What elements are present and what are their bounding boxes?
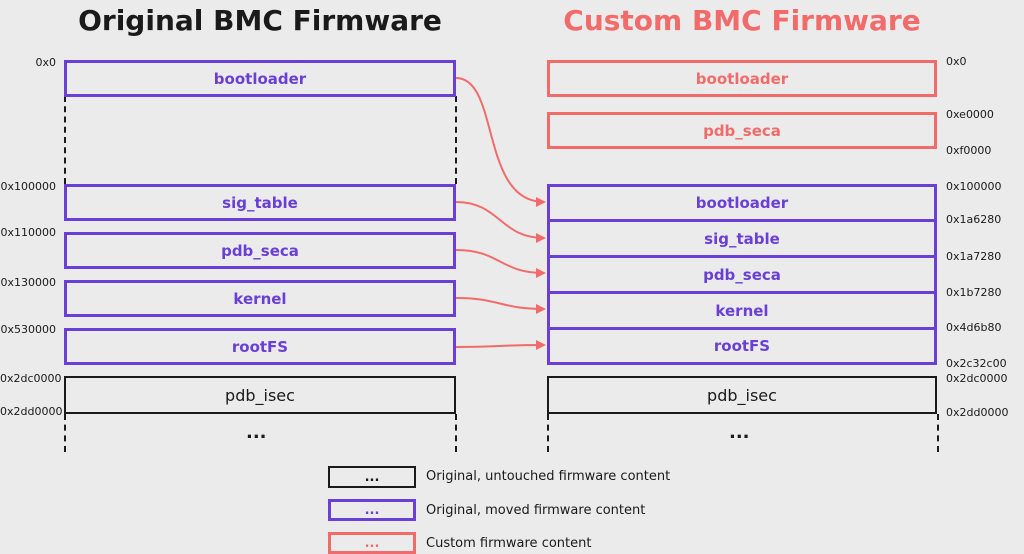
legend-custom-label: Custom firmware content <box>426 536 592 551</box>
left-address: 0x100000 <box>0 180 57 193</box>
right-address: 0x1b7280 <box>946 286 1002 299</box>
block-label: pdb_seca <box>703 265 781 284</box>
pdb-seca-move-arrow <box>455 249 546 278</box>
block-label: bootloader <box>213 69 307 88</box>
bootloader-move-arrow <box>455 77 546 207</box>
legend-custom-swatch: ... <box>328 532 416 554</box>
left-address: 0x2dc0000 <box>0 372 62 385</box>
block-label: pdb_seca <box>703 121 781 140</box>
legend-untouched-label: Original, untouched firmware content <box>426 469 671 484</box>
right-rootfs-block: rootFS <box>547 327 937 365</box>
left-address: 0x130000 <box>0 276 57 289</box>
right-address: 0x2dd0000 <box>946 406 1009 419</box>
block-label: sig_table <box>222 193 298 212</box>
block-label: sig_table <box>704 229 780 248</box>
block-label: pdb_seca <box>221 241 299 260</box>
block-label: pdb_isec <box>707 385 777 405</box>
legend-untouched-swatch: ... <box>328 466 416 488</box>
right-address: 0x2dc0000 <box>946 372 1008 385</box>
right-address: 0x0 <box>946 55 967 68</box>
legend-symbol: ... <box>364 469 380 485</box>
block-label: bootloader <box>695 69 789 88</box>
block-label: pdb_isec <box>225 385 295 405</box>
left-pdb-isec-block: pdb_isec <box>64 376 456 414</box>
left-kernel-block: kernel <box>64 280 456 317</box>
left-sig-table-block: sig_table <box>64 184 456 221</box>
left-address: 0x530000 <box>0 323 57 336</box>
block-label: kernel <box>233 289 287 308</box>
left-ellipsis: ... <box>246 422 267 443</box>
right-column-edge <box>937 414 939 452</box>
right-address: 0x100000 <box>946 180 1002 193</box>
left-bootloader-block: bootloader <box>64 60 456 97</box>
block-label: bootloader <box>695 194 789 212</box>
legend-moved-swatch: ... <box>328 499 416 521</box>
block-label: rootFS <box>713 337 771 355</box>
left-column-edge <box>455 414 457 452</box>
right-pdb-isec-block: pdb_isec <box>547 376 937 414</box>
right-address: 0x4d6b80 <box>946 321 1002 334</box>
right-column-edge <box>547 414 549 452</box>
legend-symbol: ... <box>364 535 380 551</box>
left-address: 0x2dd0000 <box>0 405 63 418</box>
legend-symbol: ... <box>364 502 380 518</box>
legend-moved-label: Original, moved firmware content <box>426 503 646 518</box>
original-firmware-title: Original BMC Firmware <box>78 4 442 37</box>
left-address: 0x0 <box>35 56 56 69</box>
right-address: 0x1a7280 <box>946 250 1002 263</box>
block-label: kernel <box>715 301 769 320</box>
custom-firmware-title: Custom BMC Firmware <box>563 4 921 37</box>
right-custom-pdb-seca-block: pdb_seca <box>547 112 937 149</box>
left-column-edge <box>64 96 66 184</box>
right-address: 0xe0000 <box>946 108 994 121</box>
right-custom-bootloader-block: bootloader <box>547 60 937 97</box>
left-address: 0x110000 <box>0 226 57 239</box>
block-label: rootFS <box>231 337 289 356</box>
left-rootfs-block: rootFS <box>64 328 456 365</box>
right-address: 0xf0000 <box>946 144 992 157</box>
sig-table-move-arrow <box>455 201 546 243</box>
right-ellipsis: ... <box>729 422 750 443</box>
right-address: 0x2c32c00 <box>946 357 1007 370</box>
right-address: 0x1a6280 <box>946 213 1002 226</box>
kernel-move-arrow <box>455 297 546 314</box>
rootfs-move-arrow <box>455 340 546 351</box>
left-pdb-seca-block: pdb_seca <box>64 232 456 269</box>
left-column-edge <box>455 96 457 184</box>
left-column-edge <box>64 414 66 452</box>
